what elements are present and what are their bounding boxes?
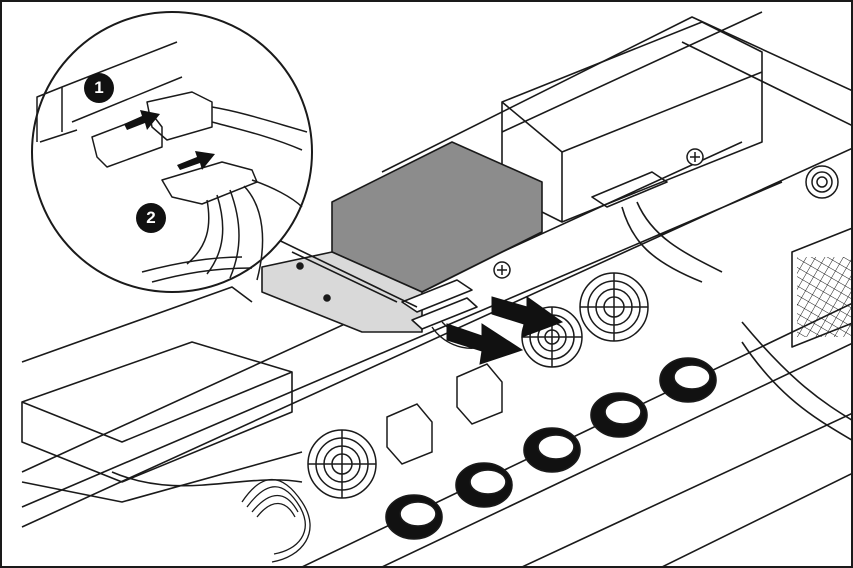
right-panel-grille	[797, 257, 851, 337]
drive-plug	[411, 297, 478, 330]
arrow-right-icon	[177, 151, 215, 170]
drive-cage-side	[501, 101, 563, 153]
fan-duct	[590, 392, 648, 438]
drive-cage-connector	[591, 171, 668, 208]
optical-drive-edge	[421, 231, 543, 293]
magnified-housing	[36, 41, 183, 143]
fan-duct	[455, 462, 513, 508]
left-cable	[111, 471, 303, 487]
cable-bundle-icon	[241, 478, 311, 563]
fan-duct	[523, 427, 581, 473]
drive-cage-cables	[621, 201, 723, 283]
fan-clip	[456, 363, 503, 425]
arrow-right-icon	[124, 110, 160, 130]
fan-grille-icon	[307, 429, 377, 499]
magnified-cable-1	[211, 106, 308, 151]
magnified-cable-tail	[141, 256, 253, 283]
step-2-badge: 2	[136, 203, 166, 233]
fan-duct	[385, 494, 443, 540]
drive-connector	[401, 279, 473, 313]
magnified-plug-1	[146, 91, 213, 141]
step-1-badge: 1	[84, 73, 114, 103]
fan-grille-icon	[579, 272, 649, 342]
arrow-right-icon	[446, 323, 524, 365]
fan-clip	[386, 403, 433, 465]
arrow-right-icon	[491, 296, 564, 338]
fan-grille-icon	[521, 306, 583, 368]
left-tray	[21, 286, 303, 503]
right-panel	[791, 227, 851, 348]
magnifier-callout	[31, 11, 313, 293]
callout-leader	[261, 231, 418, 308]
chassis-rail-back	[302, 303, 851, 566]
screw-icon	[686, 148, 704, 166]
fan-grille-icon	[805, 165, 839, 199]
screw-icon	[493, 261, 511, 279]
drive-screw-hole	[323, 294, 331, 302]
top-rail	[381, 11, 851, 173]
right-cable	[741, 321, 851, 441]
optical-drive-front	[261, 251, 423, 333]
left-module	[21, 341, 293, 483]
drive-screw-hole	[296, 262, 304, 270]
magnified-cable-2	[186, 179, 303, 281]
fan-duct	[659, 357, 717, 403]
